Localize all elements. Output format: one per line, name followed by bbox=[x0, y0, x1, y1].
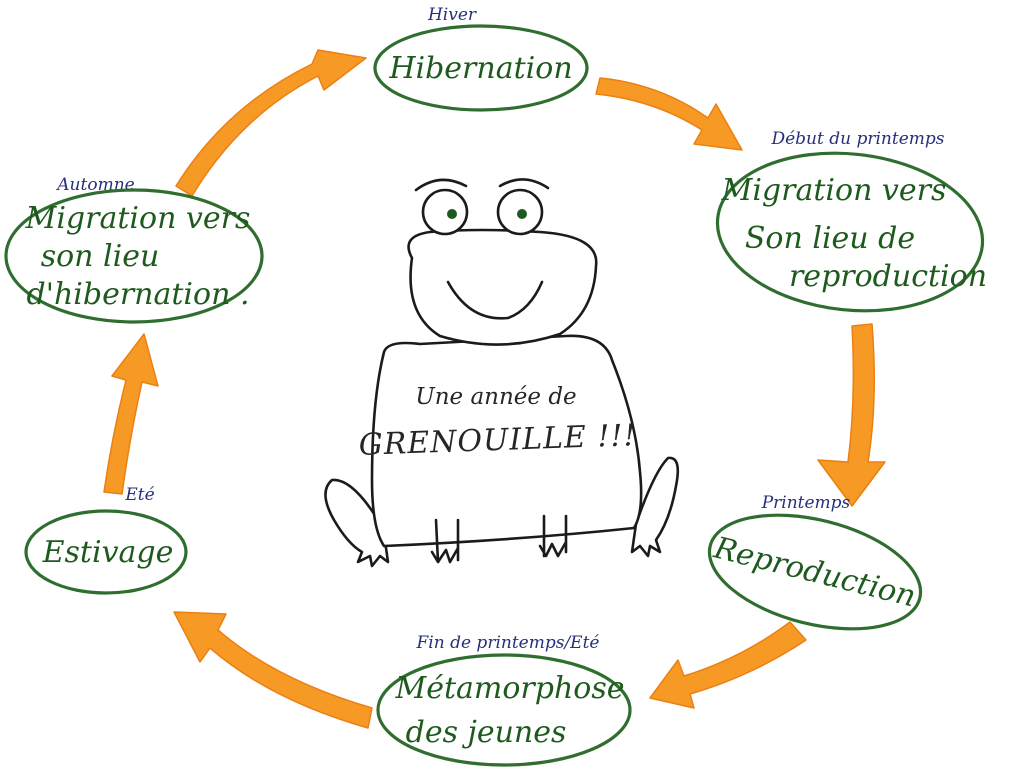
season-label-printemps: Printemps bbox=[761, 493, 851, 513]
arrow-reproduction-to-metamorphose bbox=[650, 622, 806, 708]
stage-text: Estivage bbox=[42, 535, 174, 570]
stage-text-line2: Son lieu de bbox=[745, 221, 915, 256]
stage-text-line2: des jeunes bbox=[406, 715, 567, 750]
stage-reproduction: Printemps Reproduction bbox=[698, 493, 933, 649]
stage-text-line1: Métamorphose bbox=[395, 671, 625, 706]
frog-illustration: Une année de GRENOUILLE !!! bbox=[325, 179, 677, 566]
frog-head bbox=[409, 230, 597, 345]
center-title-line1: Une année de bbox=[415, 384, 576, 410]
frog-left-pupil bbox=[447, 209, 457, 219]
stage-hibernation: Hiver Hibernation bbox=[375, 5, 587, 110]
frog-right-brow bbox=[500, 179, 548, 188]
arrow-metamorphose-to-estivage bbox=[174, 612, 372, 728]
stage-estivage: Eté Estivage bbox=[26, 485, 186, 593]
stage-text-line3: d'hibernation . bbox=[27, 277, 250, 312]
season-label-fin-printemps-ete: Fin de printemps/Eté bbox=[416, 633, 600, 653]
stage-text: Reproduction bbox=[710, 530, 920, 614]
stage-text-line3: reproduction bbox=[789, 259, 987, 294]
arrow-migration-to-reproduction bbox=[818, 324, 885, 506]
arrow-estivage-to-migration bbox=[104, 334, 158, 494]
season-label-debut-printemps: Début du printemps bbox=[770, 129, 944, 149]
frog-right-pupil bbox=[517, 209, 527, 219]
season-label-hiver: Hiver bbox=[427, 5, 477, 25]
arrow-hibernation-to-migration bbox=[596, 78, 742, 150]
stage-migration-reproduction: Début du printemps Migration vers Son li… bbox=[710, 129, 991, 323]
stage-text-line1: Migration vers bbox=[721, 173, 947, 208]
frog-left-brow bbox=[416, 180, 466, 190]
season-label-ete: Eté bbox=[124, 485, 154, 505]
stage-metamorphose: Fin de printemps/Eté Métamorphose des je… bbox=[378, 633, 630, 765]
stage-text: Hibernation bbox=[388, 51, 572, 86]
arrow-migration-to-hibernation bbox=[176, 50, 366, 196]
stage-text-line2: son lieu bbox=[41, 239, 160, 274]
stage-migration-hibernation: Automne Migration vers son lieu d'hibern… bbox=[6, 175, 262, 322]
frog-left-eye bbox=[423, 190, 467, 234]
stage-text-line1: Migration vers bbox=[25, 201, 251, 236]
